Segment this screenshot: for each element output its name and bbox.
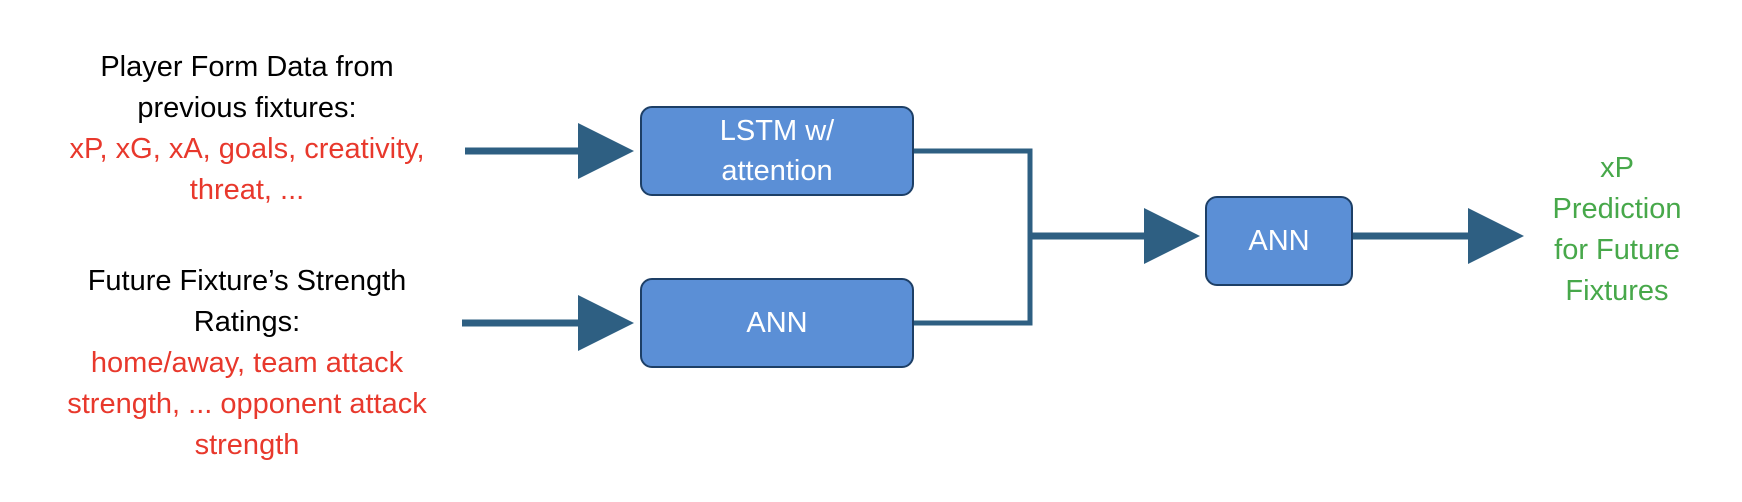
output-line-2: Prediction: [1552, 193, 1682, 225]
connector-ann-to-merge: [914, 240, 1033, 326]
form-features-line-2: threat, ...: [189, 174, 305, 206]
form-features-line-1: xP, xG, xA, goals, creativity,: [69, 133, 425, 165]
connector-lstm-to-merge: [914, 148, 1033, 240]
ann-fixture-box: ANN: [640, 278, 914, 368]
lstm-attention-box: LSTM w/ attention: [640, 106, 914, 196]
output-line-4: Fixtures: [1565, 275, 1669, 307]
fixture-heading-line-1: Future Fixture’s Strength: [87, 265, 407, 297]
ann-final-box: ANN: [1205, 196, 1353, 286]
lstm-label-line-1: LSTM w/: [719, 115, 835, 147]
ann-fixture-label: ANN: [746, 307, 808, 339]
output-line-3: for Future: [1554, 234, 1680, 266]
input-form-data: Player Form Data from previous fixtures:…: [24, 47, 470, 211]
form-heading-line-1: Player Form Data from: [100, 51, 394, 83]
output-line-1: xP: [1600, 152, 1634, 184]
fixture-features-line-2: strength, ... opponent attack: [67, 388, 427, 420]
input-fixture-ratings: Future Fixture’s Strength Ratings: home/…: [24, 261, 470, 466]
form-heading-line-2: previous fixtures:: [137, 92, 357, 124]
fixture-features-line-3: strength: [194, 429, 300, 461]
fixture-heading-line-2: Ratings:: [193, 306, 301, 338]
lstm-label-line-2: attention: [721, 155, 833, 187]
ann-final-label: ANN: [1248, 225, 1310, 257]
fixture-features-line-1: home/away, team attack: [90, 347, 404, 379]
output-prediction-label: xP Prediction for Future Fixtures: [1512, 148, 1722, 312]
